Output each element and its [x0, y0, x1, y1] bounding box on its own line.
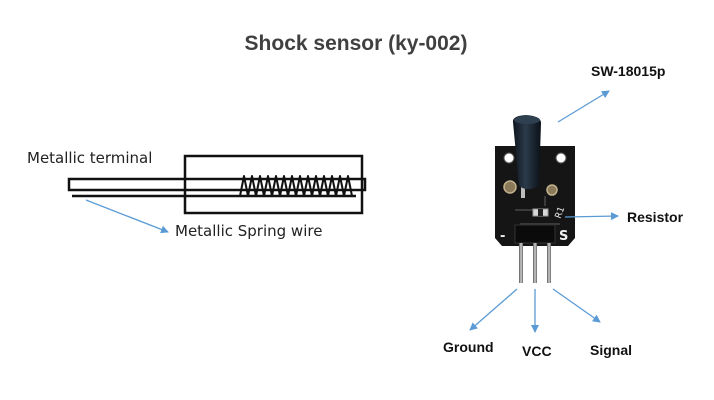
resistor-label: Resistor — [627, 209, 684, 225]
resistor-arrow — [564, 212, 619, 221]
ground-label: Ground — [443, 339, 494, 355]
ky002-module: R1 - S — [495, 115, 575, 283]
metallic-spring-wire-label: Metallic Spring wire — [175, 222, 322, 240]
solder-pad-right — [546, 184, 558, 196]
metallic-terminal-label: Metallic terminal — [27, 149, 152, 167]
signal-arrow — [552, 288, 601, 323]
pin-header-block — [514, 224, 556, 244]
pcb-r1-marking: R1 — [554, 205, 567, 220]
pcb-minus-marking: - — [500, 229, 505, 244]
pin-signal — [547, 243, 551, 283]
resistor-body — [538, 209, 543, 216]
mounting-hole-right — [555, 152, 567, 164]
sw-part-label: SW-18015p — [591, 63, 665, 79]
ground-arrow — [469, 288, 518, 331]
spring-switch-schematic: Metallic terminal Metallic Spring wire — [27, 149, 367, 240]
sw18015p-sensor — [512, 115, 541, 190]
pin-ground — [519, 243, 523, 283]
diagram-title: Shock sensor (ky-002) — [245, 32, 468, 55]
metallic-terminal-rod — [67, 177, 367, 192]
pin-vcc — [533, 243, 537, 283]
vcc-label: VCC — [522, 343, 552, 359]
metallic-spring-coil — [239, 175, 353, 197]
spring-wire-arrow — [85, 199, 169, 234]
sw-part-arrow — [557, 90, 610, 123]
sensor-top — [514, 116, 540, 124]
pcb-board — [495, 146, 575, 246]
switch-housing — [183, 154, 364, 215]
solder-pad-left — [503, 180, 517, 194]
pcb-s-marking: S — [559, 229, 568, 244]
signal-label: Signal — [590, 342, 632, 358]
mounting-hole-left — [503, 152, 515, 164]
